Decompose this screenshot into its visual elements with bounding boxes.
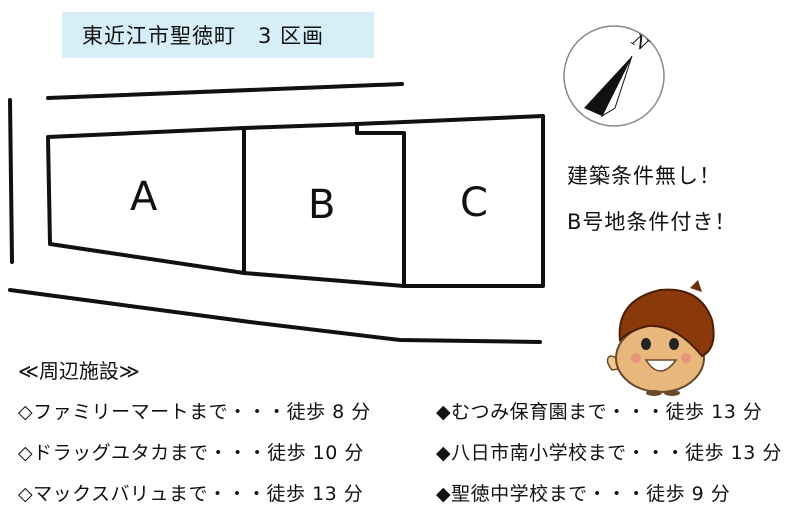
plot-b-outline	[242, 122, 406, 288]
compass-needle-light	[600, 55, 633, 118]
facility-familymart: ◇ファミリーマートまで・・・徒歩 8 分	[18, 401, 371, 423]
plot-c-label: C	[460, 180, 488, 226]
plot-a-label: A	[130, 174, 158, 220]
facility-drug-yutaka: ◇ドラッグユタカまで・・・徒歩 10 分	[18, 442, 364, 464]
facility-mutsumi-nursery: ◆むつみ保育園まで・・・徒歩 13 分	[436, 401, 763, 423]
plot-c-outline	[355, 114, 545, 288]
road-bottom-edge	[8, 288, 542, 344]
condition-lot-b: B号地条件付き！	[567, 210, 737, 234]
condition-no-building-condition: 建築条件無し！	[567, 164, 721, 188]
road-top-edge	[46, 82, 404, 100]
facility-yokaichi-minami-elementary: ◆八日市南小学校まで・・・徒歩 13 分	[436, 442, 782, 464]
facility-shotoku-junior-high: ◆聖徳中学校まで・・・徒歩 9 分	[436, 483, 731, 505]
chestnut-mascot-icon	[606, 280, 715, 396]
plot-b-label: B	[308, 182, 336, 228]
page-title: 東近江市聖徳町 3 区画	[62, 12, 374, 58]
facility-maxvalu: ◇マックスバリュまで・・・徒歩 13 分	[18, 483, 364, 505]
compass: N	[563, 25, 665, 127]
title-text: 東近江市聖徳町 3 区画	[82, 24, 325, 48]
road-left-edge	[8, 98, 14, 264]
facilities-heading: ≪周辺施設≫	[18, 359, 140, 383]
compass-needle-icon	[584, 56, 632, 116]
